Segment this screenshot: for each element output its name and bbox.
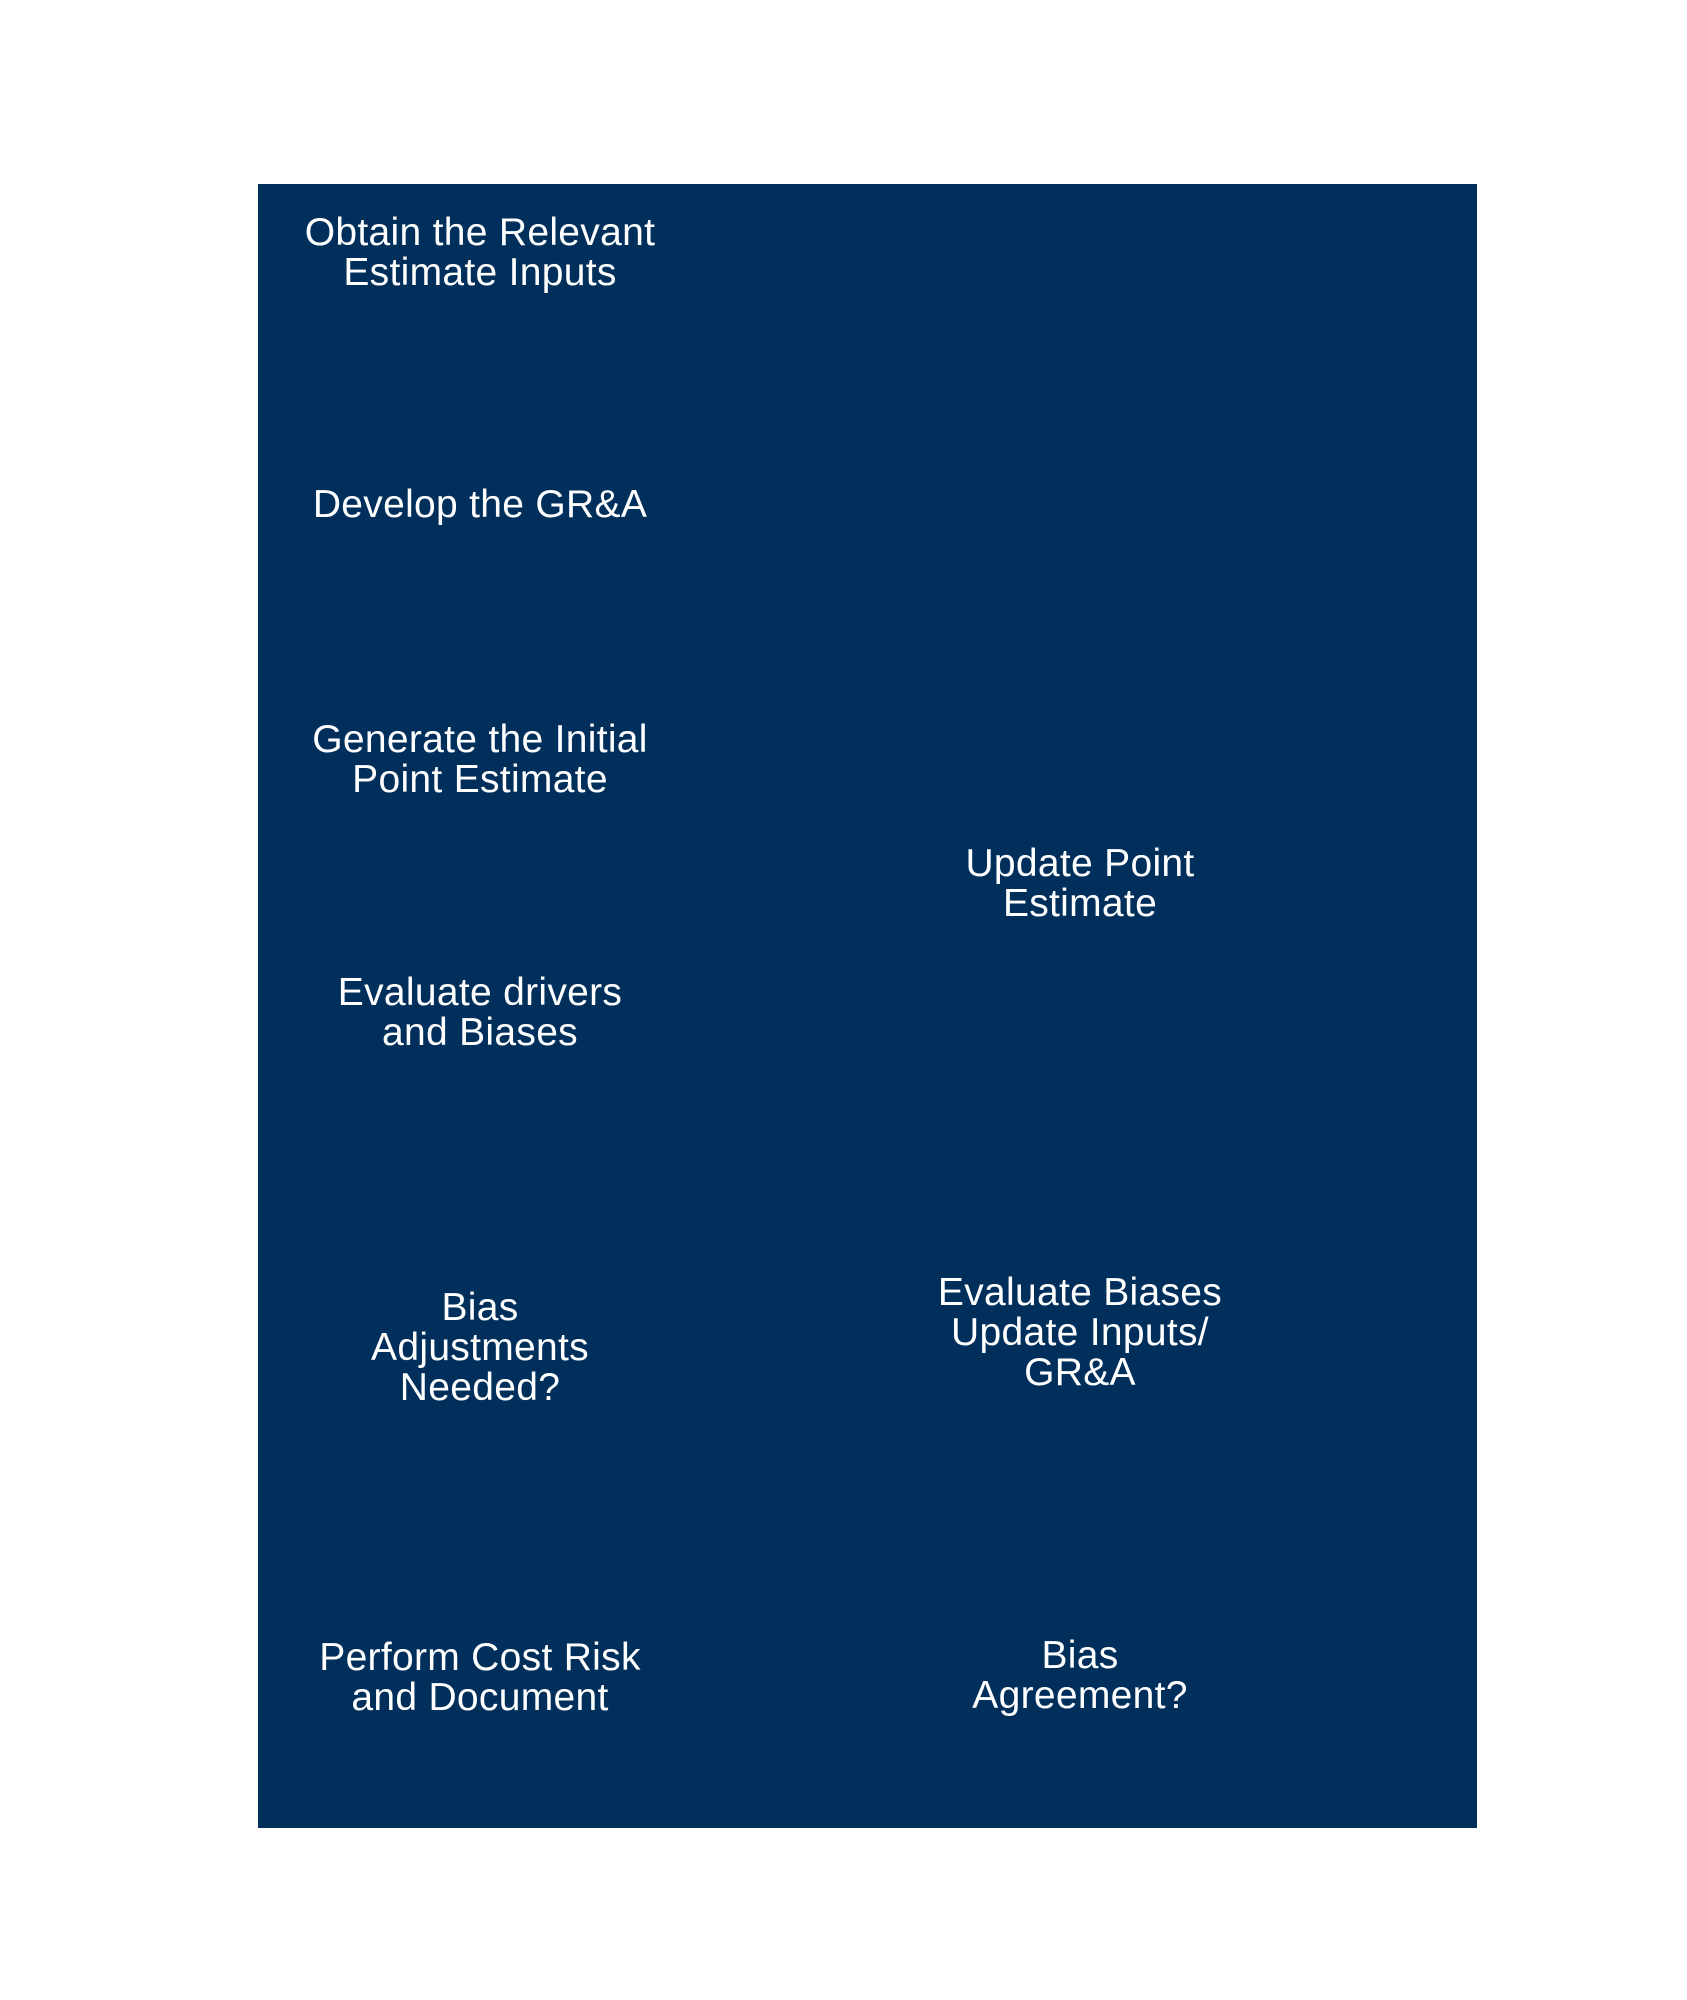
node-update-point-estimate: Update Point Estimate	[965, 842, 1195, 925]
node-obtain-relevant-estimate-inputs: Obtain the Relevant Estimate Inputs	[304, 211, 656, 294]
node-perform-cost-risk-and-document: Perform Cost Risk and Document	[319, 1636, 641, 1719]
decision-bias-agreement: Bias Agreement?	[972, 1634, 1188, 1717]
node-generate-initial-point-estimate: Generate the Initial Point Estimate	[312, 718, 648, 801]
node-develop-the-gra: Develop the GR&A	[312, 483, 648, 526]
node-evaluate-drivers-and-biases: Evaluate drivers and Biases	[337, 971, 623, 1054]
decision-bias-adjustments-needed: Bias Adjustments Needed?	[371, 1286, 589, 1409]
flowchart-canvas: Obtain the Relevant Estimate Inputs Deve…	[258, 184, 1477, 1828]
node-evaluate-biases-update-inputs-gra: Evaluate Biases Update Inputs/ GR&A	[937, 1271, 1223, 1394]
